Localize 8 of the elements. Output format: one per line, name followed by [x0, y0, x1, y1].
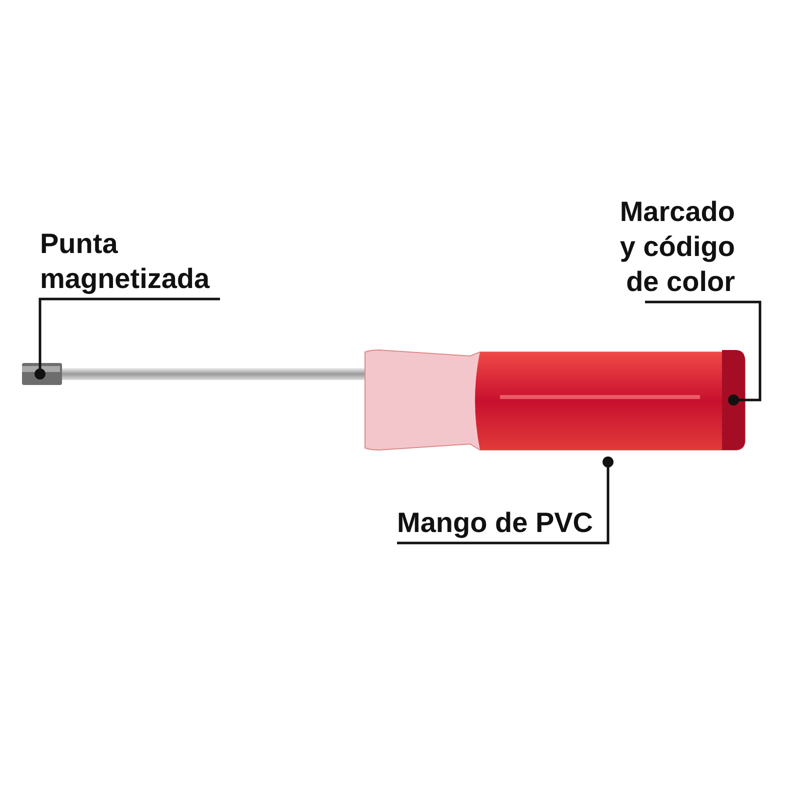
callout-label: Marcado y código de color	[607, 194, 735, 299]
leader-line	[397, 456, 614, 544]
handle-end-drawing	[722, 350, 745, 450]
callout-label: Punta magnetizada	[40, 226, 220, 296]
leader-line	[645, 300, 762, 406]
leader-line	[34, 298, 220, 380]
callout-label: Mango de PVC	[397, 505, 594, 540]
screwdriver-drawing	[62, 350, 746, 450]
